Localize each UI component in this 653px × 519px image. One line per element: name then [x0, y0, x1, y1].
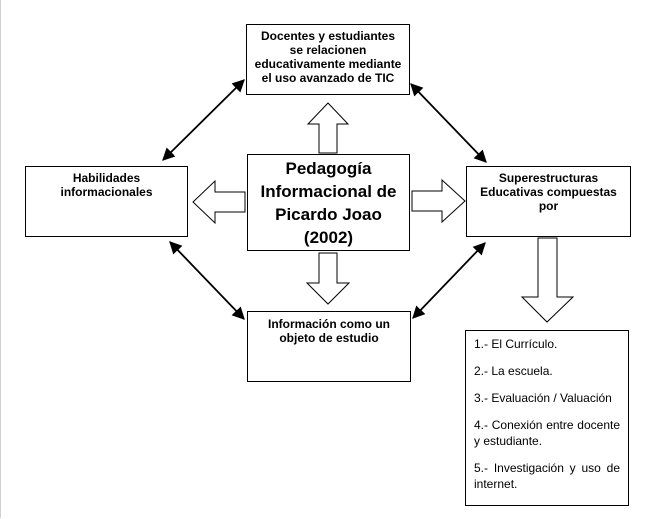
arrow-bottom-right-diagonal [412, 242, 486, 319]
center-box: Pedagogía Informacional de Picardo Joao … [247, 154, 410, 251]
center-box-line: Informacional de [260, 181, 397, 201]
components-list-box: 1.- El Currículo. 2.- La escuela. 3.- Ev… [465, 330, 629, 506]
right-box-line: por [538, 199, 559, 213]
top-box-line: educativamente mediante [254, 57, 402, 71]
arrow-top-left-diagonal [162, 79, 245, 161]
right-box-line: Educativas compuestas [480, 185, 617, 199]
list-item: 3.- Evaluación / Valuación [474, 391, 612, 405]
center-box-line: (2002) [303, 227, 354, 247]
list-item: 2.- La escuela. [474, 364, 553, 378]
list-item: 1.- El Currículo. [474, 337, 558, 351]
bottom-box: Información como un objeto de estudio [247, 311, 411, 382]
center-box-line: Pedagogía [285, 158, 372, 178]
block-arrow-up [306, 102, 350, 154]
block-arrow-left [192, 179, 246, 225]
top-box-line: se relacionen [289, 43, 367, 57]
bottom-box-line: objeto de estudio [279, 331, 379, 345]
left-box-line: Habilidades [72, 171, 141, 185]
list-item: 5.- Investigación y uso de internet. [474, 461, 620, 491]
top-box: Docentes y estudiantes se relacionen edu… [246, 24, 410, 95]
right-box: Superestructuras Educativas compuestas p… [466, 166, 631, 237]
list-item: 4.- Conexión entre docente y estudiante. [474, 418, 620, 448]
block-arrow-down [305, 252, 351, 305]
left-box-line: informacionales [60, 185, 153, 199]
right-box-line: Superestructuras [498, 171, 599, 185]
left-box: Habilidades informacionales [25, 166, 188, 237]
block-arrow-down-list [520, 237, 575, 323]
block-arrow-right [411, 178, 466, 224]
top-box-line: Docentes y estudiantes [260, 29, 396, 43]
top-box-line: el uso avanzado de TIC [261, 71, 395, 85]
arrow-top-right-diagonal [410, 83, 487, 163]
bottom-box-line: Información como un [267, 317, 390, 331]
center-box-line: Picardo Joao [275, 204, 382, 224]
arrow-bottom-left-diagonal [169, 241, 245, 320]
